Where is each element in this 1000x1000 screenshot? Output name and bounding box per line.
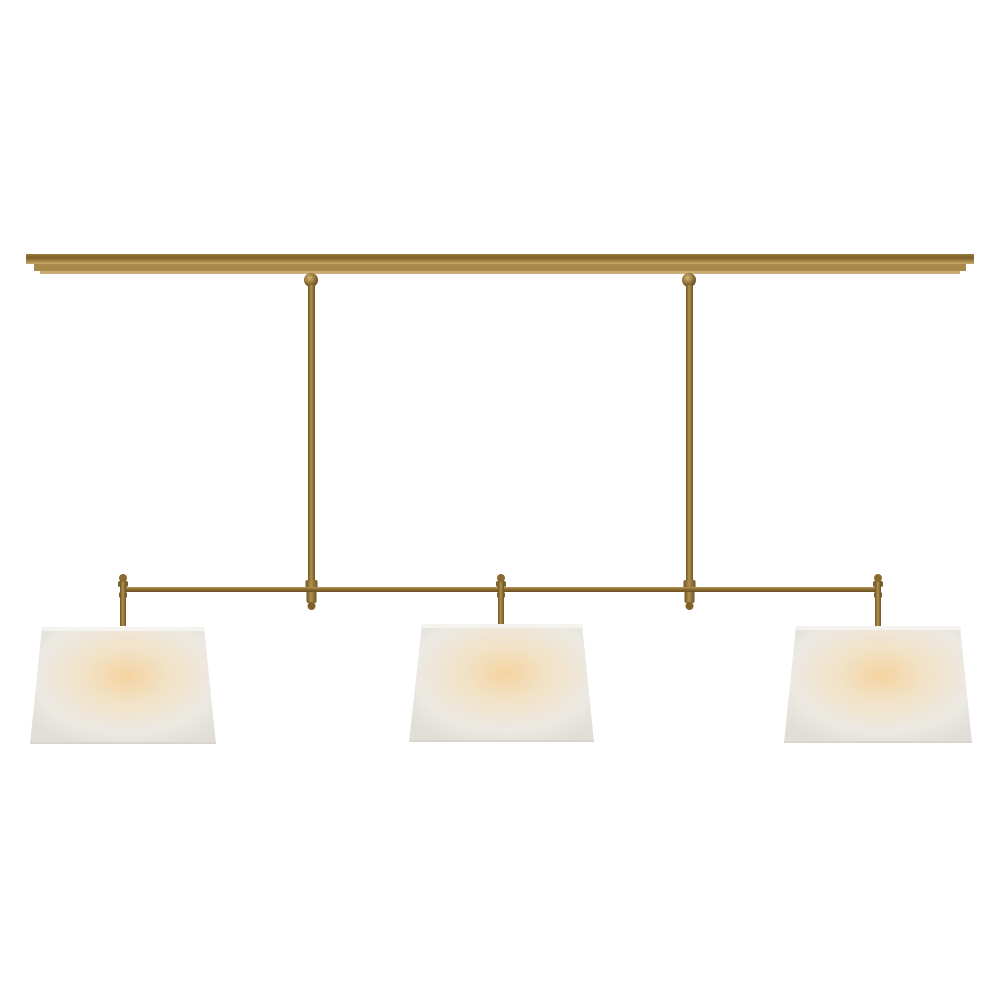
lamp-shade-left: [30, 627, 216, 744]
ceiling-canopy: [26, 254, 974, 274]
downrod-left: [304, 273, 318, 610]
arm-fitting-center: [496, 574, 506, 624]
downrod-right: [682, 273, 696, 610]
lamp-shade-right: [784, 626, 972, 743]
arm-fitting-left: [118, 574, 128, 626]
lamp-shade-center: [409, 624, 594, 742]
arm-fitting-right: [873, 574, 883, 626]
